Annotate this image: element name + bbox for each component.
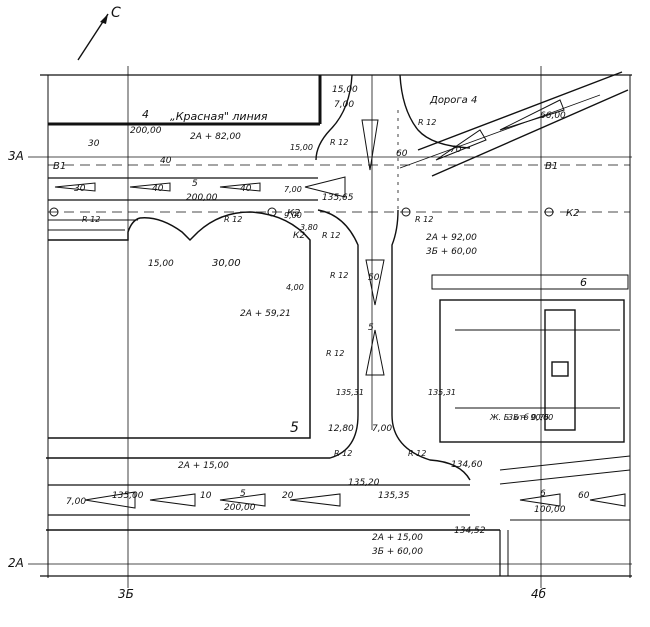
sewer-label-k2-left: К2	[293, 231, 305, 241]
bottom-street	[46, 455, 631, 576]
sewer-label-k2-mid: К2	[287, 208, 300, 219]
elevation-label: 135,20	[348, 478, 380, 488]
dim-top-15: 15,00	[332, 85, 358, 95]
radius-label: R 12	[330, 271, 348, 280]
slope-label: 5	[368, 323, 374, 333]
coordinate-label: 2А + 15,00	[178, 461, 229, 471]
slope-label: 50	[368, 273, 380, 283]
slope-label: 5	[192, 179, 198, 189]
coordinate-label: 3Б + 60,00	[426, 247, 477, 257]
coordinate-label: 2А + 59,21	[240, 309, 291, 319]
dim-left-7: 7,00	[66, 497, 86, 507]
dim-bottom-7: 7,00	[372, 424, 392, 434]
slope-label: 5	[240, 489, 246, 499]
axis-label-4b: 4б	[531, 587, 547, 601]
elevation-label: 135,35	[378, 491, 410, 501]
slope-label: 66,00	[540, 111, 566, 121]
radius-label: R 12	[415, 215, 433, 224]
elevation-label: 135,31	[428, 388, 456, 397]
slope-label: 40	[240, 184, 252, 194]
dim-left-30: 30,00	[212, 258, 241, 269]
right-lot	[431, 274, 629, 443]
slope-label: 60	[578, 491, 590, 501]
north-arrow-icon: С	[77, 5, 121, 61]
red-line	[48, 75, 322, 126]
diagonal-road	[399, 71, 629, 177]
north-label: С	[111, 5, 121, 21]
block-number-6: 6	[580, 276, 587, 289]
radius-label: R 12	[334, 449, 352, 458]
slope-label: 200,00	[224, 503, 256, 513]
slope-label: 6	[540, 489, 546, 499]
elevation-label: 134,60	[451, 460, 483, 470]
block-5	[48, 211, 311, 439]
axis-grid	[28, 66, 632, 588]
left-street	[48, 177, 318, 231]
flow-arrows	[54, 99, 626, 509]
sewer-label-b1-right: В1	[545, 161, 558, 172]
elevation-label: 135,31	[336, 388, 364, 397]
dim-v-15: 15,00	[290, 143, 313, 152]
radius-label: R 12	[408, 449, 426, 458]
radius-label: R 12	[418, 118, 436, 127]
coordinate-label: 2А + 15,00	[372, 533, 423, 543]
sewer-lines	[48, 110, 630, 213]
axis-label-3a: 3А	[8, 149, 24, 163]
dim-left-15: 15,00	[148, 259, 174, 269]
radius-label: R 12	[330, 138, 348, 147]
axis-label-3b: 3Б	[118, 587, 134, 601]
slope-label: 40	[152, 184, 164, 194]
radius-label: R 12	[224, 215, 242, 224]
slope-label: 30	[88, 139, 100, 149]
red-line-label: „Красная" линия	[170, 110, 268, 123]
sewer-label-b1-left: В1	[53, 161, 66, 172]
slope-label: 10	[200, 491, 212, 501]
main-street	[46, 74, 471, 481]
block-number-5: 5	[290, 420, 299, 436]
dim-v-3: 3,80	[300, 223, 318, 232]
plan-frame	[40, 74, 632, 578]
elevation-label: 135,65	[322, 193, 354, 203]
slope-label: 70	[450, 145, 462, 155]
radius-label: R 12	[322, 231, 340, 240]
slope-label: 200,00	[186, 193, 218, 203]
dim-v-4: 4,00	[286, 283, 304, 292]
road-label: Дорога 4	[429, 95, 477, 106]
coordinate-label: 3Б + 90,00	[508, 413, 553, 422]
coordinate-label: 2А + 82,00	[190, 132, 241, 142]
dim-v-7: 7,00	[284, 185, 302, 194]
axis-label-2a: 2А	[8, 556, 24, 570]
slope-label: 60	[396, 149, 408, 159]
slope-label: 20	[282, 491, 294, 501]
block-number-4: 4	[142, 108, 149, 121]
dim-top-7: 7,00	[334, 100, 354, 110]
elevation-label: 134,52	[454, 526, 486, 536]
dim-left-200: 200,00	[130, 126, 162, 136]
dim-gutter: Ж. Б. отб 0,75	[489, 413, 549, 422]
slope-label: 30	[74, 184, 86, 194]
dim-bottom-12: 12,80	[328, 424, 354, 434]
radius-label: R 12	[82, 215, 100, 224]
dim-v-9: 9,00	[284, 211, 302, 220]
radius-label: R 12	[326, 349, 344, 358]
slope-label: 40	[160, 156, 172, 166]
slope-label: 100,00	[534, 505, 566, 515]
coordinate-label: 2А + 92,00	[426, 233, 477, 243]
slope-label: 135,00	[112, 491, 144, 501]
coordinate-label: 3Б + 60,00	[372, 547, 423, 557]
sewer-label-k2-right: К2	[566, 208, 579, 219]
